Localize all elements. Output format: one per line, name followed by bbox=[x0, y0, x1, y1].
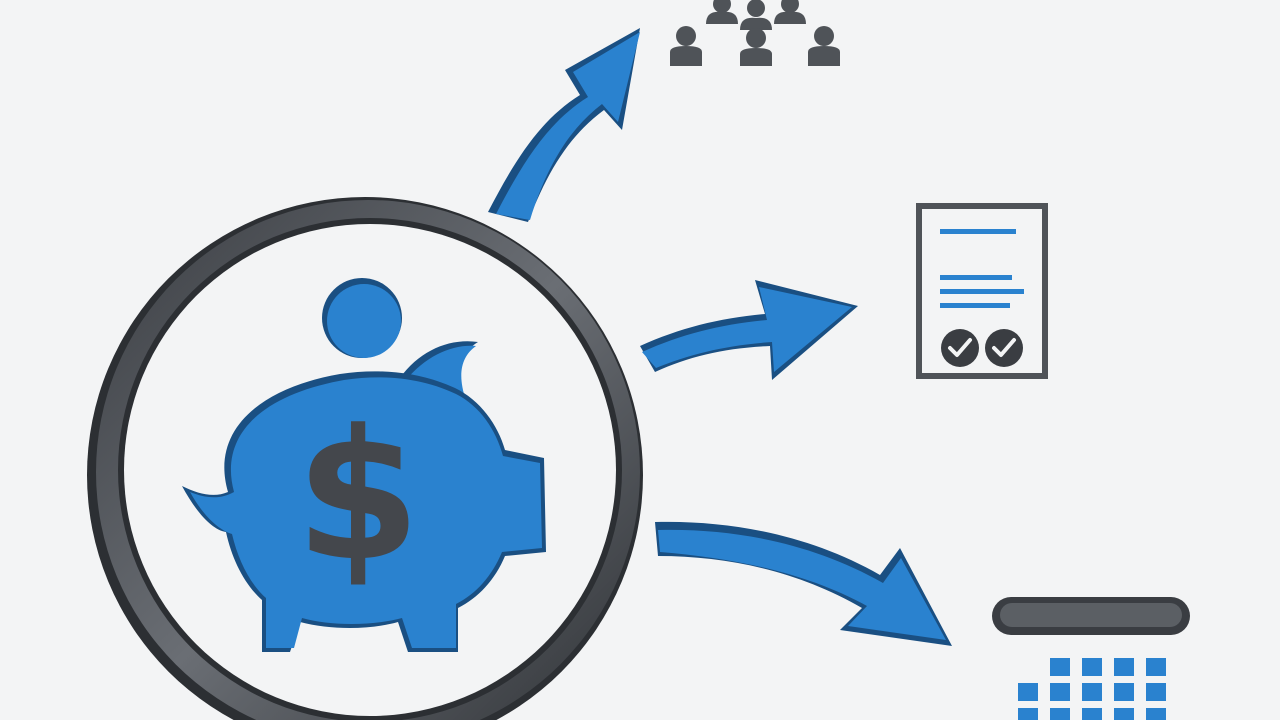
arrow-to-calendar bbox=[655, 521, 952, 646]
calendar-grid bbox=[1018, 658, 1166, 720]
calendar-icon bbox=[992, 597, 1190, 720]
check-circle-icon bbox=[985, 329, 1023, 367]
dollar-sign: $ bbox=[295, 392, 420, 601]
arrow-to-document bbox=[640, 280, 858, 380]
person-icon bbox=[808, 26, 840, 66]
person-icon bbox=[706, 0, 738, 24]
person-icon bbox=[740, 0, 772, 30]
piggy-bank-icon bbox=[182, 278, 546, 652]
person-icon bbox=[670, 26, 702, 66]
arrow-to-people bbox=[488, 28, 640, 222]
person-icon bbox=[740, 28, 772, 66]
check-circle-icon bbox=[941, 329, 979, 367]
team-hierarchy-icon bbox=[670, 0, 840, 66]
approved-document-icon bbox=[916, 203, 1048, 379]
person-icon bbox=[774, 0, 806, 24]
